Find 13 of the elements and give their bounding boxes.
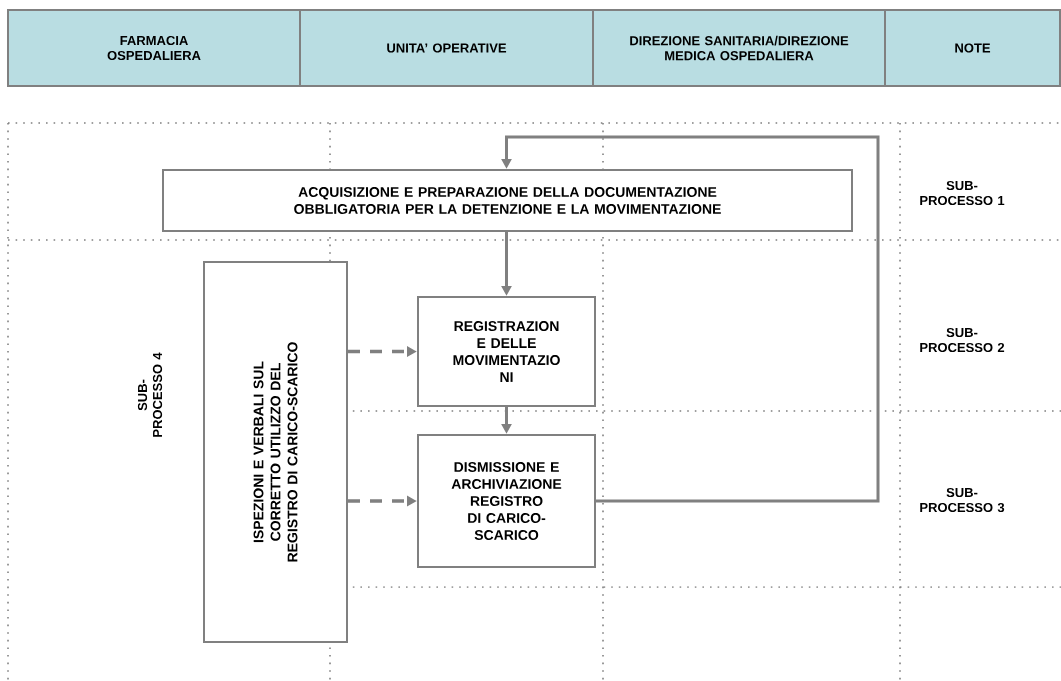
process-box: DISMISSIONE E ARCHIVIAZIONE REGISTRO DI CARICO- SCARICO — [417, 434, 596, 568]
lane-label: SUB- PROCESSO 4 — [137, 352, 163, 437]
node-label: NOTE — [955, 43, 991, 53]
lane-label: SUB- PROCESSO 1 — [920, 180, 1005, 206]
lane-label: SUB- PROCESSO 3 — [920, 487, 1005, 513]
process-box: ISPEZIONI E VERBALI SUL CORRETTO UTILIZZO DEL REGISTRO DI CARICO-SCARICO — [203, 261, 348, 643]
lane-label: SUB- PROCESSO 2 — [920, 327, 1005, 353]
header-cell: DIREZIONE SANITARIA/DIREZIONE MEDICA OSPEDALIERA — [592, 9, 886, 87]
process-box: ACQUISIZIONE E PREPARAZIONE DELLA DOCUMENTAZIONE OBBLIGATORIA PER LA DETENZIONE E LA MOVIMENTAZIONE — [162, 169, 853, 232]
process-box: REGISTRAZION E DELLE MOVIMENTAZIO NI — [417, 296, 596, 407]
header-cell: NOTE — [884, 9, 1061, 87]
header-cell: FARMACIA OSPEDALIERA — [7, 9, 301, 87]
header-cell: UNITA’ OPERATIVE — [299, 9, 594, 87]
